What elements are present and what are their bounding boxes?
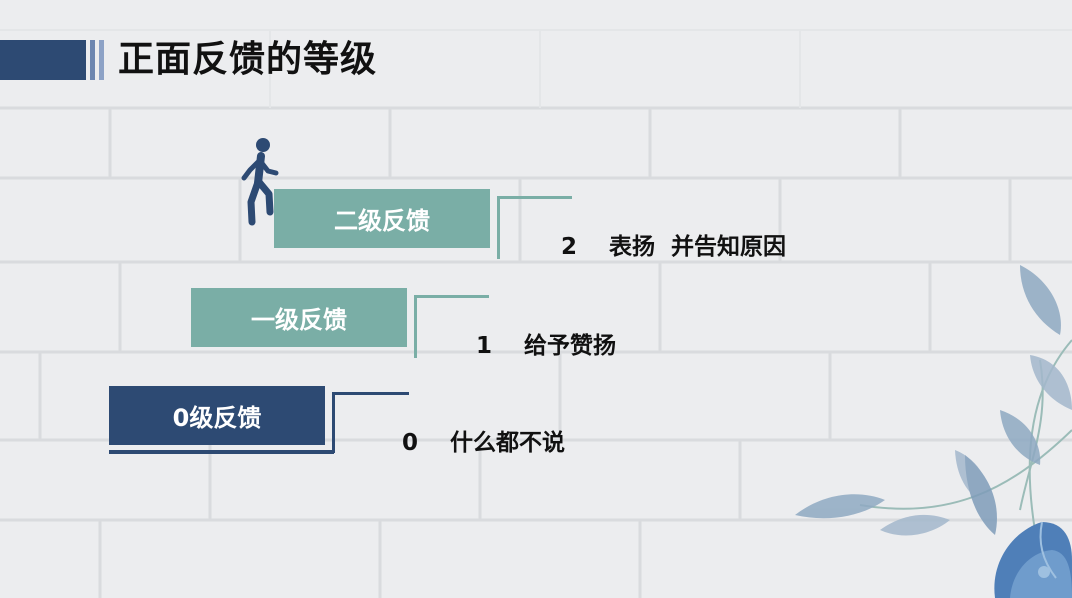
- level-2-description: 2 表扬 并告知原因: [561, 234, 787, 260]
- walking-person-icon: [241, 138, 279, 226]
- level-0-description: 0 什么都不说: [402, 430, 566, 456]
- level-1-box: 一级反馈: [191, 288, 407, 347]
- title-accent-bar: [0, 40, 86, 80]
- level-2-box: 二级反馈: [274, 189, 490, 248]
- page-title: 正面反馈的等级: [118, 39, 378, 80]
- level-0-bracket: [332, 392, 409, 453]
- level-0-underline: [109, 450, 334, 454]
- level-1-bracket: [414, 295, 489, 358]
- title-accent-stripe: [90, 40, 95, 80]
- title-accent-stripe: [99, 40, 104, 80]
- level-2-bracket: [497, 196, 572, 259]
- level-1-description: 1 给予赞扬: [476, 333, 617, 359]
- level-0-box: 0级反馈: [109, 386, 325, 445]
- leaf-flower-decoration: [795, 265, 1072, 598]
